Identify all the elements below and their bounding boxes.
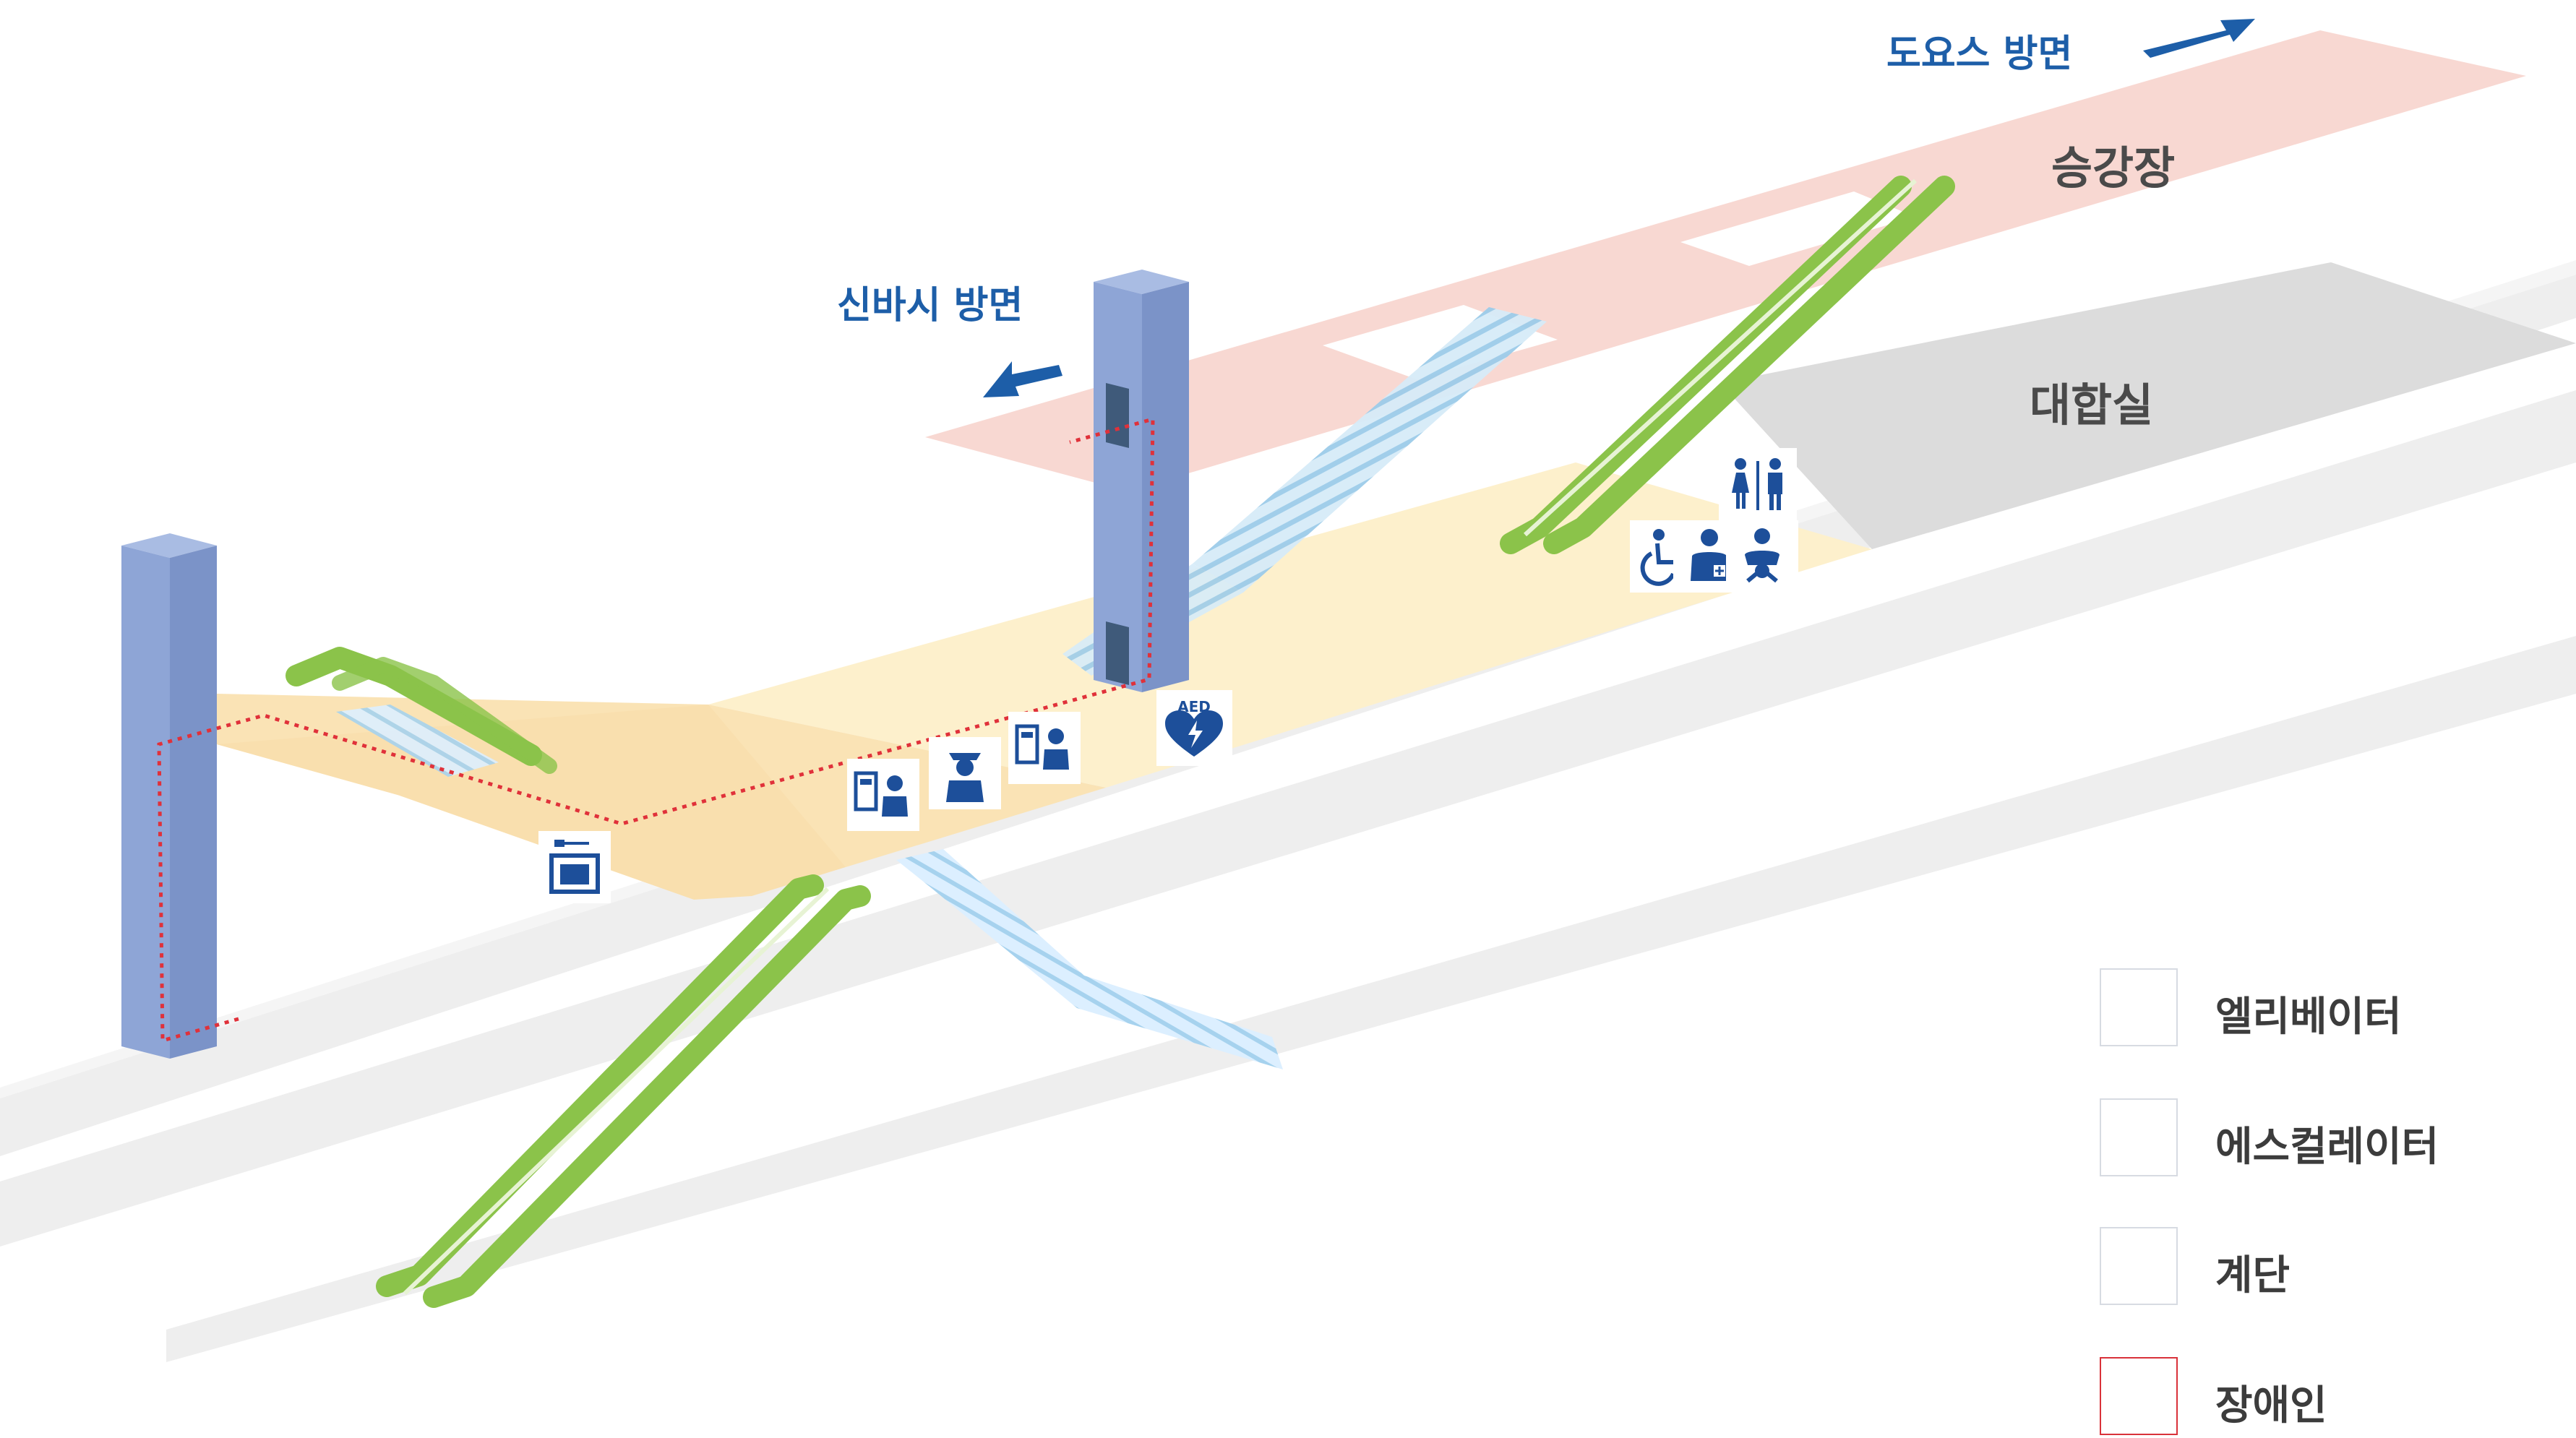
stairs-upper — [1193, 307, 1547, 593]
legend-label-elevator: 엘리베이터 — [2215, 994, 2402, 1041]
ticket-counter-icon — [1008, 712, 1081, 784]
floor-junction — [217, 705, 846, 900]
stairs-left — [336, 705, 499, 777]
legend-item-escalator: 에스컬레이터 — [2100, 1098, 2504, 1179]
aed-icon: AED — [1156, 690, 1232, 766]
elevator-center — [1094, 270, 1189, 692]
baby-changing-icon — [1726, 520, 1798, 593]
concourse-area — [1720, 262, 2576, 549]
stairs-icon — [2100, 1227, 2178, 1305]
platform-opening-2 — [1680, 191, 1915, 266]
platform-label: 승강장 — [2051, 142, 2176, 194]
concourse-label: 대합실 — [2030, 379, 2154, 431]
key-box-icon — [538, 831, 611, 903]
escalator-left — [285, 647, 557, 774]
arrow-shinbashi-icon — [983, 361, 1062, 397]
escalator-icon — [2100, 1098, 2178, 1176]
ticket-machine-icon — [847, 759, 919, 831]
direction-toyosu-label: 도요스 방면 — [1886, 33, 2073, 76]
restroom-icon — [1719, 448, 1797, 520]
legend-item-accessible-route: 장애인 — [2100, 1357, 2504, 1438]
legend-label-escalator: 에스컬레이터 — [2215, 1124, 2439, 1171]
stairs-lower — [896, 849, 1283, 1069]
elevator-icon — [2100, 968, 2178, 1046]
floor-main — [708, 462, 1872, 788]
legend-label-accessible-route: 장애인 — [2215, 1382, 2327, 1429]
arrow-toyosu-icon — [2143, 19, 2255, 58]
legend-label-stairs: 계단 — [2215, 1252, 2291, 1299]
escalator-lower — [376, 874, 871, 1308]
platform-area — [925, 30, 2526, 491]
elevator-left — [121, 533, 217, 1059]
accessible-route-icon — [2100, 1357, 2178, 1435]
accessible-route — [157, 416, 1155, 1043]
direction-shinbashi-label: 신바시 방면 — [837, 284, 1023, 327]
station-staff-icon — [929, 737, 1001, 809]
legend-item-elevator: 엘리베이터 — [2100, 968, 2504, 1049]
escalator-right — [1500, 176, 1955, 554]
legend-item-stairs: 계단 — [2100, 1227, 2504, 1308]
